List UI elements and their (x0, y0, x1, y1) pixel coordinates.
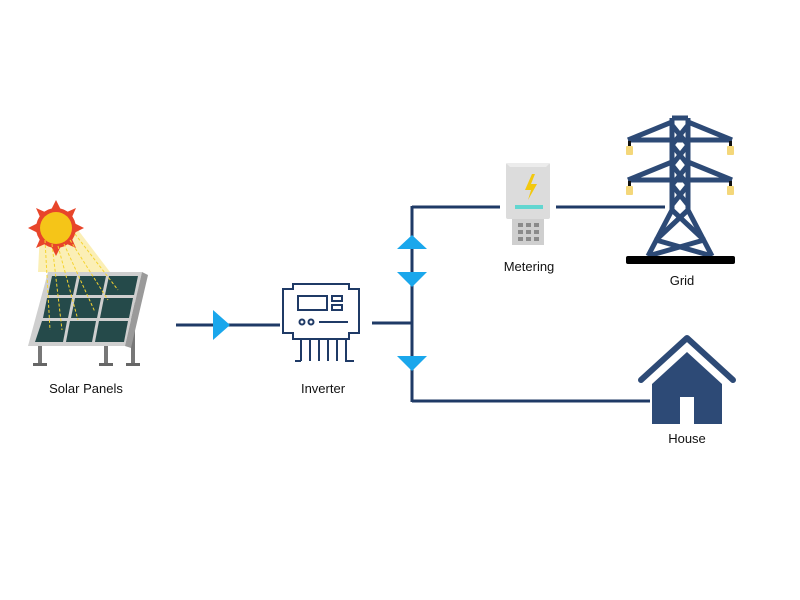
inverter-icon (282, 283, 360, 362)
arrow-down-icon (397, 356, 427, 371)
power-tower-icon (627, 115, 733, 259)
flow-arrows (213, 235, 427, 371)
sun-icon (28, 200, 84, 256)
insulator-icons (626, 141, 734, 195)
grid-label: Grid (669, 273, 695, 288)
tower-base (626, 256, 735, 264)
solar-panel-icon (28, 200, 148, 366)
house-icon (638, 335, 736, 424)
lightning-bolt-icon (525, 174, 537, 200)
arrow-down-icon (397, 272, 427, 287)
meter-icon (506, 163, 550, 245)
arrow-up-icon (397, 235, 427, 249)
house-label: House (668, 431, 706, 446)
arrow-right-icon (213, 310, 230, 340)
connections (176, 205, 665, 403)
solar-panels-label: Solar Panels (49, 381, 123, 396)
inverter-label: Inverter (300, 381, 346, 396)
metering-label: Metering (503, 259, 555, 274)
